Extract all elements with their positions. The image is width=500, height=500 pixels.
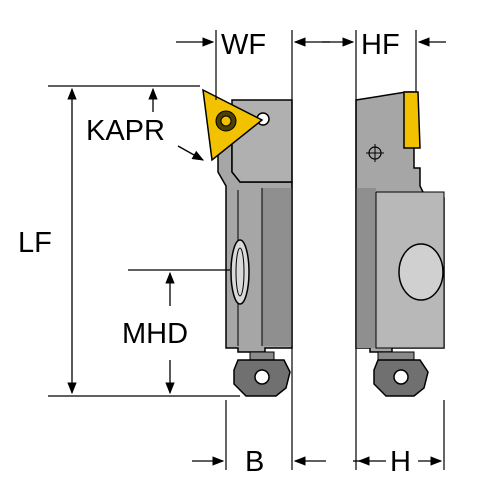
front-view-oval-hole bbox=[230, 239, 250, 305]
h-label: H bbox=[390, 446, 411, 478]
kapr-label: KAPR bbox=[86, 115, 165, 147]
side-view bbox=[355, 91, 445, 397]
reference-lines bbox=[48, 30, 445, 470]
wf-label: WF bbox=[221, 29, 266, 61]
side-view-coupling-neck bbox=[377, 351, 415, 361]
b-label: B bbox=[245, 446, 264, 478]
mhd-label: MHD bbox=[122, 318, 188, 350]
side-view-insert bbox=[403, 91, 421, 149]
side-view-center-mark bbox=[366, 144, 384, 162]
lf-label: LF bbox=[18, 227, 52, 259]
front-view-shade bbox=[262, 188, 292, 346]
side-view-round-hole bbox=[398, 243, 444, 301]
front-view-coupling-neck bbox=[249, 351, 275, 361]
front-view bbox=[202, 88, 293, 397]
dimension-arrows bbox=[67, 37, 446, 466]
hf-label: HF bbox=[361, 29, 400, 61]
